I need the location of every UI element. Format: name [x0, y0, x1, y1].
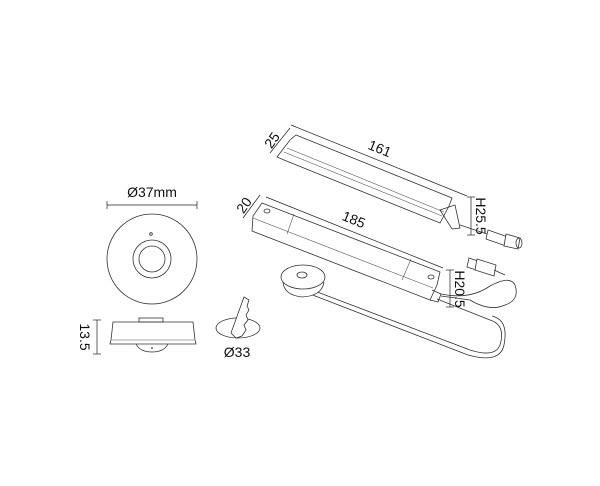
driver-top-height-label: H25.5 — [473, 197, 489, 235]
driver-top-width-label: 25 — [261, 129, 283, 151]
sensor-top-view — [106, 201, 198, 305]
sensor-side-view — [93, 317, 197, 355]
female-connector — [459, 224, 523, 250]
driver-top — [269, 124, 475, 236]
cutout-hole-icon — [215, 296, 261, 339]
driver-bottom-width-label: 20 — [233, 194, 255, 216]
sensor-diameter-label: Ø37mm — [127, 184, 177, 200]
sensor-height-label: 13.5 — [77, 323, 93, 350]
driver-bottom — [242, 194, 454, 308]
cutout-diameter-label: Ø33 — [224, 344, 251, 360]
driver-bottom-length-label: 185 — [340, 208, 368, 232]
sensor-with-cable — [280, 264, 506, 359]
driver-bottom-height-label: H20.5 — [452, 270, 468, 308]
male-connector — [440, 257, 517, 308]
